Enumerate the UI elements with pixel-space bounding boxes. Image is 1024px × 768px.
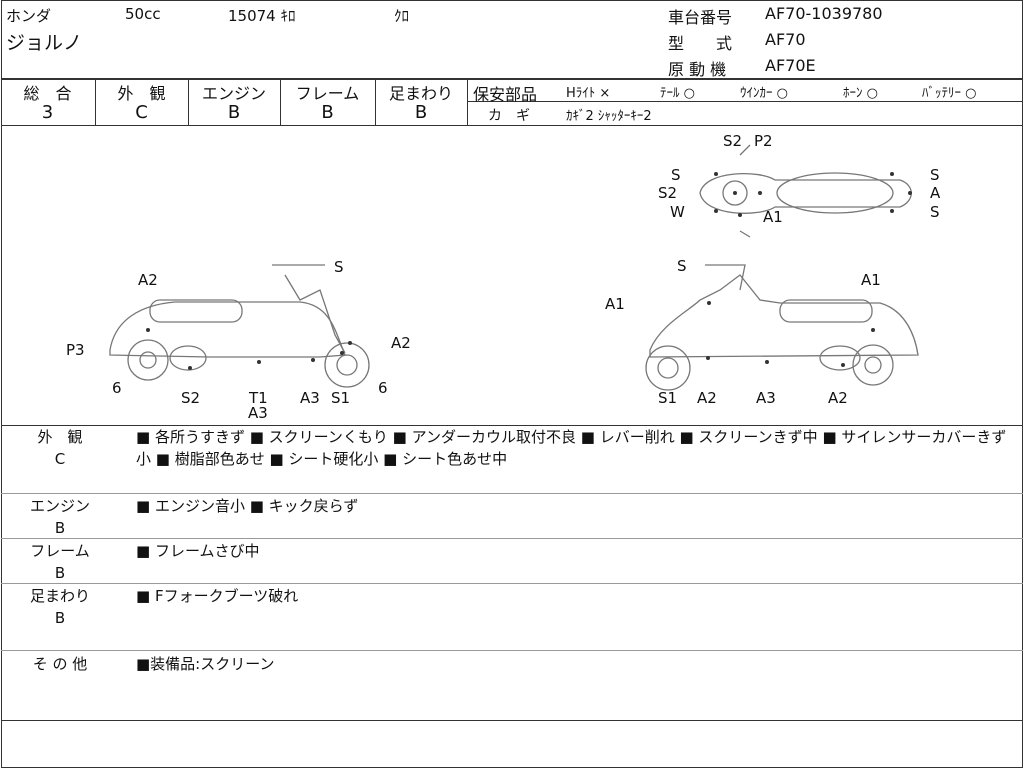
- diagram-label: A: [930, 184, 941, 202]
- diagram-label: S2: [181, 389, 201, 407]
- remark-frame-text: ■ フレームさび中: [136, 542, 260, 560]
- diagram-label: 6: [112, 379, 122, 397]
- diagram-label: A1: [763, 208, 783, 226]
- key-label: カ ギ: [488, 108, 530, 124]
- diagram-label: S: [930, 166, 940, 184]
- remark-suspension-grade: B: [54, 609, 66, 627]
- right-side-view: [645, 264, 919, 391]
- remark-exterior-text: ■ 各所うすきず ■ スクリーンくもり ■ アンダーカウル取付不良 ■ レバー削…: [136, 428, 1007, 468]
- diagram-label: S1: [331, 389, 351, 407]
- remark-engine-title: エンジン: [29, 497, 90, 515]
- score-frame-label: フレーム: [295, 84, 360, 103]
- remark-suspension-title: 足まわり: [29, 587, 90, 605]
- score-exterior: C: [135, 102, 148, 123]
- remark-other-title: そ の 他: [32, 655, 88, 673]
- model-name: ジョルノ: [6, 32, 83, 54]
- type: AF70: [765, 30, 806, 49]
- diagram-label: S: [334, 258, 344, 276]
- safety-label: 保安部品: [473, 85, 538, 104]
- engine-label: 原 動 機: [668, 60, 727, 79]
- remark-engine-text: ■ エンジン音小 ■ キック戻らず: [136, 497, 359, 515]
- remark-other-text: ■装備品:スクリーン: [136, 655, 275, 673]
- mileage: 15074 ｷﾛ: [228, 7, 296, 25]
- diagram-label: 6: [378, 379, 388, 397]
- diagram-label: A3: [248, 404, 268, 422]
- remark-frame-title: フレーム: [30, 542, 90, 560]
- score-suspension-label: 足まわり: [388, 84, 453, 103]
- diagram-label: A1: [861, 271, 881, 289]
- remark-exterior-grade: C: [54, 450, 66, 468]
- remark-exterior-title: 外 観: [37, 428, 83, 446]
- diagram-label: A2: [138, 271, 158, 289]
- left-side-view: [109, 264, 370, 388]
- diagram-label: S2: [658, 184, 678, 202]
- safety-horn: ﾎｰﾝ ○: [843, 86, 878, 101]
- diagram-label: S: [677, 257, 687, 275]
- top-view: [699, 144, 912, 238]
- diagram-label: S: [930, 203, 940, 221]
- safety-winker: ｳｲﾝｶｰ ○: [740, 86, 788, 101]
- remark-suspension-text: ■ Fフォークブーツ破れ: [136, 587, 299, 605]
- safety-battery: ﾊﾞｯﾃﾘｰ ○: [922, 86, 977, 101]
- diagram-label: A3: [756, 389, 776, 407]
- engine: AF70E: [765, 56, 816, 75]
- score-total: 3: [41, 102, 54, 123]
- safety-headlight: Hﾗｲﾄ ×: [566, 86, 611, 101]
- remark-engine-grade: B: [54, 519, 66, 537]
- score-engine-label: エンジン: [201, 84, 266, 103]
- maker: ホンダ: [6, 7, 52, 25]
- type-label: 型 式: [668, 34, 733, 53]
- score-frame: B: [321, 102, 334, 123]
- remark-frame-grade: B: [54, 564, 66, 582]
- diagram-label: W: [670, 203, 685, 221]
- score-suspension: B: [414, 102, 428, 123]
- diagram-label: T1: [249, 389, 268, 407]
- frame-no: AF70-1039780: [765, 4, 883, 23]
- safety-tail: ﾃｰﾙ ○: [660, 86, 695, 101]
- color: ｸﾛ: [394, 7, 410, 25]
- diagram-label: A2: [391, 334, 411, 352]
- diagram-label: S1: [658, 389, 678, 407]
- diagram-label: P3: [66, 341, 85, 359]
- score-total-label: 総 合: [23, 84, 72, 103]
- scooter-diagram: [109, 144, 919, 391]
- diagram-label: S: [671, 166, 681, 184]
- key-value: ｶｷﾞ2 ｼｬｯﾀｰｷｰ2: [566, 109, 652, 124]
- score-exterior-label: 外 観: [117, 84, 166, 103]
- diagram-label: P2: [754, 132, 773, 150]
- diagram-label: S2: [723, 132, 743, 150]
- displacement: 50cc: [125, 5, 161, 23]
- diagram-label: A2: [828, 389, 848, 407]
- diagram-label: A1: [605, 295, 625, 313]
- score-engine: B: [227, 102, 241, 123]
- diagram-label: A2: [697, 389, 717, 407]
- frame-no-label: 車台番号: [668, 8, 733, 27]
- diagram-label: A3: [300, 389, 320, 407]
